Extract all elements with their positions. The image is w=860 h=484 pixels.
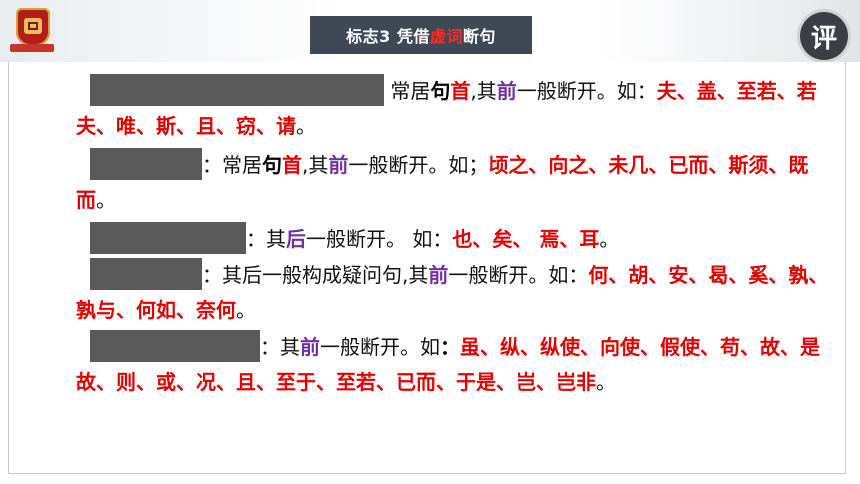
keyword-before: 前	[428, 263, 449, 287]
title-highlight: 虚词	[429, 27, 463, 46]
rule-paragraph-2: ：常居句首,其前一般断开。如；顷之、向之、未几、已而、斯须、既而。	[76, 148, 836, 218]
title-prefix: 标志3 凭借	[346, 27, 430, 46]
rule-text: ,其	[302, 153, 329, 177]
keyword-sentence: 句	[262, 153, 282, 177]
period: 。	[596, 370, 616, 394]
period: 。	[296, 114, 316, 138]
rule-text: ：其后一般构成疑问句,其	[202, 263, 429, 287]
keyword-before: 前	[300, 335, 320, 359]
redacted-term	[90, 222, 246, 254]
rule-text: 一般断开。如：	[516, 79, 657, 103]
example-words: 顷之、向之、未几、已而、斯须、既而	[76, 153, 809, 212]
rule-paragraph-1: 常居句首,其前一般断开。如：夫、盖、至若、若夫、唯、斯、且、窃、请。	[76, 74, 836, 144]
redacted-term	[90, 258, 202, 290]
keyword-after: 后	[286, 227, 306, 251]
example-words: 夫、盖、至若、若夫、唯、斯、且、窃、请	[76, 79, 817, 138]
period: 。	[236, 298, 256, 322]
crest-emblem-icon	[24, 18, 42, 34]
colon: ：	[440, 335, 460, 359]
redacted-term	[90, 330, 260, 362]
keyword-before: 前	[496, 79, 517, 103]
example-words: 何、胡、安、曷、奚、孰、孰与、何如、奈何	[76, 263, 829, 322]
rule-paragraph-4: ：其后一般构成疑问句,其前一般断开。如：何、胡、安、曷、奚、孰、孰与、何如、奈何…	[76, 258, 836, 328]
keyword-sentence: 句	[430, 79, 451, 103]
crest-ribbon	[10, 44, 54, 52]
keyword-head: 首	[450, 79, 471, 103]
rule-text: ：常居	[202, 153, 262, 177]
rule-text: 一般断开。如：	[448, 263, 589, 287]
period: 。	[599, 227, 620, 251]
rule-text: 一般断开。 如：	[306, 227, 453, 251]
keyword-before: 前	[328, 153, 349, 177]
example-words: 虽、纵、纵使、向使、假使、苟、故、是故、则、或、况、且、至于、至若、已而、于是、…	[76, 335, 820, 394]
school-crest-icon	[16, 8, 50, 46]
period: 。	[96, 188, 116, 212]
rule-text: 一般断开。如	[320, 335, 440, 359]
keyword-head: 首	[282, 153, 302, 177]
rule-text: ：其	[260, 335, 300, 359]
rule-text: 一般断开。如；	[348, 153, 489, 177]
rule-paragraph-3: ：其后一般断开。 如：也、矣、 焉、耳。	[76, 222, 836, 257]
title-suffix: 断句	[462, 27, 496, 46]
redacted-term	[90, 148, 202, 180]
slide-title: 标志3 凭借虚词断句	[310, 16, 532, 54]
rule-text: ,其	[470, 79, 497, 103]
review-badge: 评	[800, 12, 848, 60]
rule-paragraph-5: ：其前一般断开。如：虽、纵、纵使、向使、假使、苟、故、是故、则、或、况、且、至于…	[76, 330, 836, 400]
redacted-term	[90, 74, 384, 106]
rule-text: ：其	[246, 227, 286, 251]
rule-text: 常居	[384, 79, 431, 103]
example-words: 也、矣、 焉、耳	[452, 227, 600, 251]
